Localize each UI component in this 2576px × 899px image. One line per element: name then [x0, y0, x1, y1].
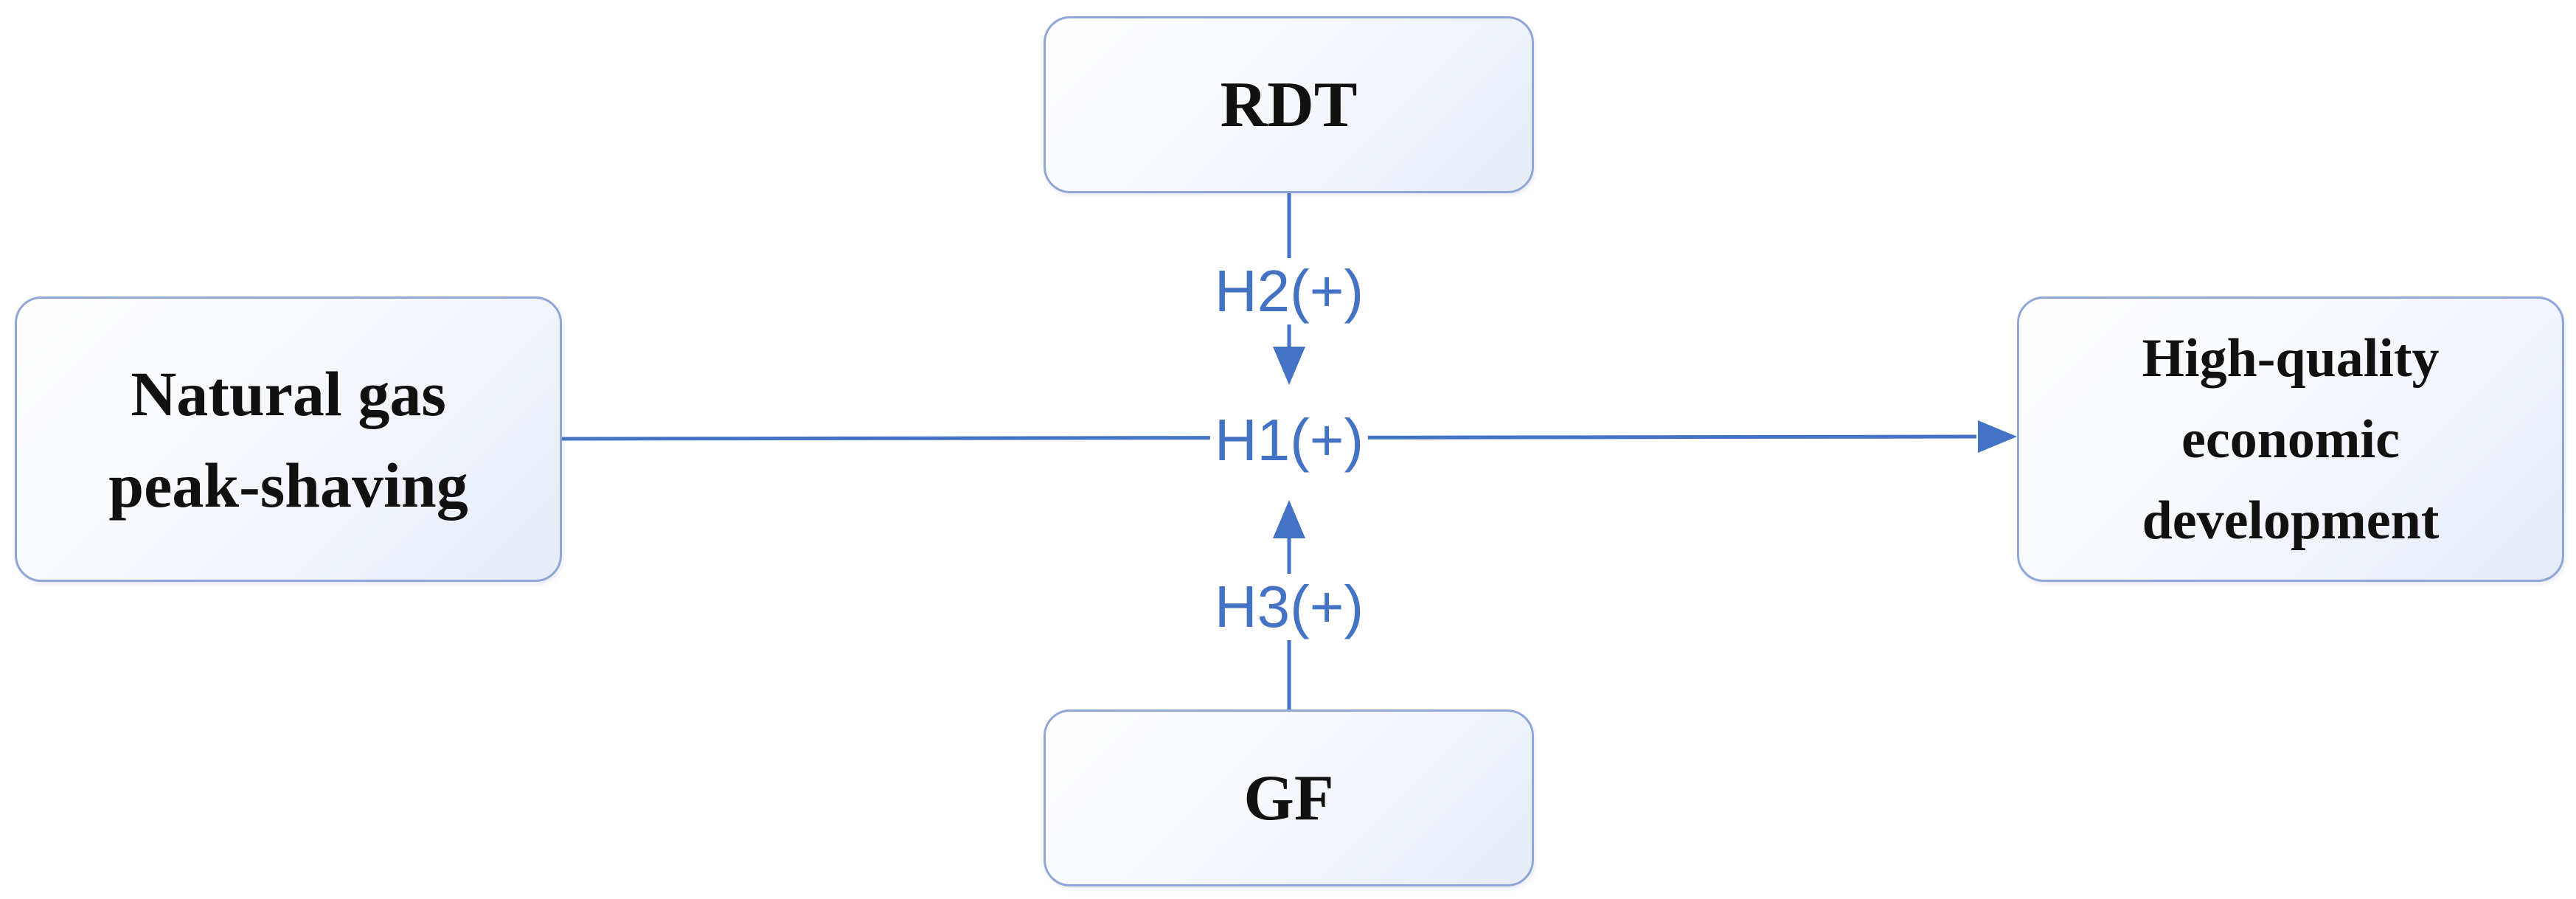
- hypothesis-h3-label: H3(+): [1209, 574, 1369, 640]
- rdt-node: RDT: [1044, 16, 1534, 193]
- high-quality-development-node: High-quality economic development: [2017, 296, 2564, 582]
- natural-gas-peak-shaving-node: Natural gas peak-shaving: [15, 296, 562, 582]
- h2-arrowhead: [1273, 347, 1305, 385]
- hypothesis-h1-label: H1(+): [1209, 407, 1369, 473]
- h3-arrowhead: [1273, 500, 1305, 538]
- hypothesis-h2-label: H2(+): [1209, 258, 1369, 324]
- gf-node: GF: [1044, 709, 1534, 886]
- h1-arrowhead: [1978, 420, 2017, 453]
